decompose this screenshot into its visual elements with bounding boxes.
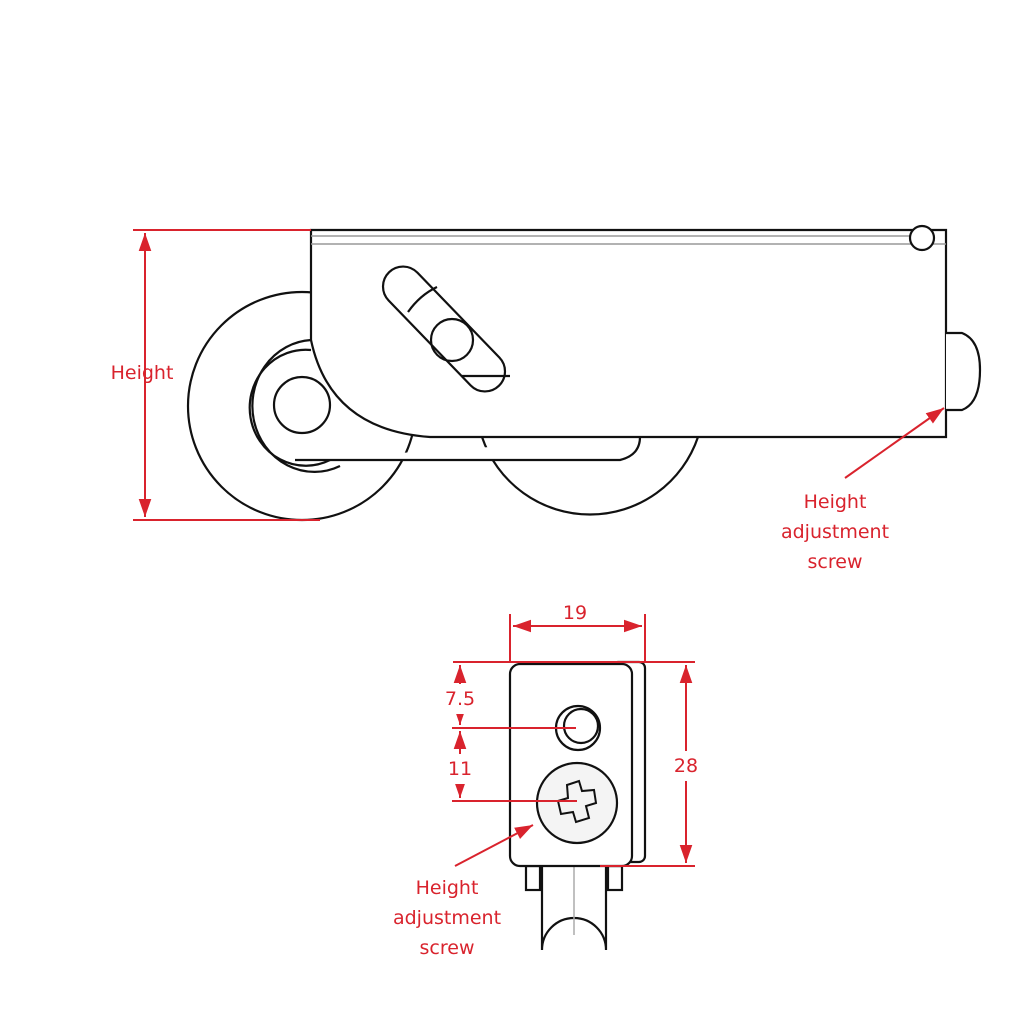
rear-wheel [480, 436, 700, 516]
height-adjustment-screw [535, 761, 619, 845]
slot-pin [429, 317, 475, 363]
callout-text-side: Height adjustment screw [760, 487, 910, 577]
callout-line: adjustment [780, 521, 890, 543]
notch [908, 224, 936, 252]
callout-text-front: Height adjustment screw [372, 873, 522, 963]
height-label: Height [110, 362, 174, 384]
housing [309, 228, 948, 439]
callout-line: Height [803, 491, 867, 513]
callout-arrow [844, 407, 945, 479]
callout-line: screw [807, 551, 863, 573]
wheel-ring [251, 338, 341, 473]
side-dimensions [133, 229, 945, 521]
front-dimensions [452, 614, 695, 867]
width-value: 19 [562, 602, 588, 624]
front-view [508, 660, 647, 951]
wheel-ring-inner [248, 348, 331, 467]
height-adjustment-screw-head [946, 331, 982, 412]
callout-line: screw [419, 937, 475, 959]
callout-line: adjustment [392, 907, 502, 929]
callout-line: Height [415, 877, 479, 899]
adjust-slot [381, 265, 507, 393]
hole-to-screw-value: 11 [438, 754, 482, 784]
side-view [186, 224, 982, 522]
top-to-hole-value: 7.5 [438, 684, 482, 714]
axle [272, 375, 332, 435]
lower-bar [295, 436, 642, 462]
height-value: 28 [664, 751, 708, 781]
callout-arrow-front [454, 824, 534, 867]
